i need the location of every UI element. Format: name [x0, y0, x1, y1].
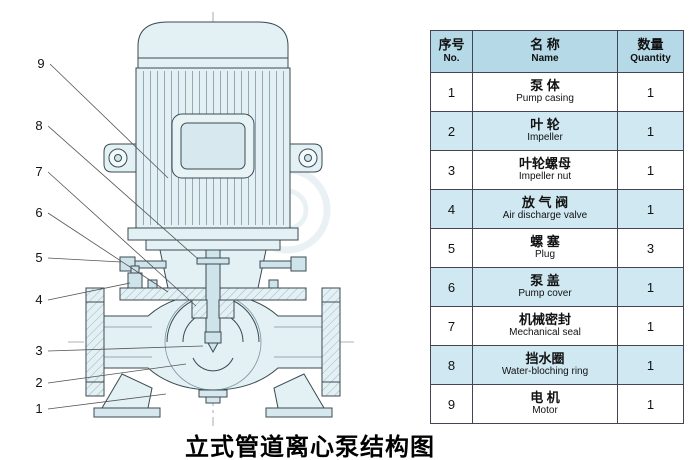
row-no: 6: [447, 279, 456, 295]
header-name-en: Name: [531, 52, 559, 64]
pump-feet: [93, 373, 333, 418]
part-name-cn: 叶 轮: [530, 116, 560, 132]
part-qty: 1: [646, 279, 655, 295]
motor: [103, 21, 323, 229]
callout-3: 3: [30, 343, 48, 358]
part-name-en: Air discharge valve: [502, 210, 588, 222]
header-qty-en: Quantity: [630, 52, 671, 64]
part-name-cn: 螺 塞: [530, 233, 560, 249]
part-name-cn: 挡水圈: [525, 350, 565, 366]
callout-8: 8: [30, 118, 48, 133]
part-name-en: Mechanical seal: [509, 327, 581, 339]
row-no: 4: [447, 201, 456, 217]
part-qty: 1: [646, 396, 655, 412]
impeller-nut: [204, 331, 222, 354]
parts-table: 序号 No. 名 称 Name 数量 Quantity 1 泵 体 Pump c…: [430, 30, 684, 424]
part-name-cn: 机械密封: [518, 311, 571, 327]
callout-1: 1: [30, 401, 48, 416]
pipe-flanges: [85, 287, 341, 397]
pump-drawing: [47, 12, 358, 426]
water-blocking-ring: [196, 257, 230, 265]
callout-9: 9: [32, 56, 50, 71]
part-name-en: Impeller nut: [518, 171, 572, 183]
table-row: 9 电 机 Motor 1: [431, 385, 684, 424]
table-row: 1 泵 体 Pump casing 1: [431, 73, 684, 112]
row-no: 3: [447, 162, 456, 178]
part-qty: 1: [646, 162, 655, 178]
header-qty-cn: 数量: [637, 37, 664, 53]
part-name-cn: 泵 体: [530, 77, 560, 93]
callout-4: 4: [30, 292, 48, 307]
part-name-en: Plug: [534, 249, 555, 261]
header-name-cn: 名 称: [530, 37, 560, 53]
table-row: 3 叶轮螺母 Impeller nut 1: [431, 151, 684, 190]
row-no: 1: [447, 84, 456, 100]
callout-6: 6: [30, 205, 48, 220]
table-row: 2 叶 轮 Impeller 1: [431, 112, 684, 151]
part-qty: 1: [646, 357, 655, 373]
part-qty: 3: [646, 240, 655, 256]
part-qty: 1: [646, 84, 655, 100]
part-qty: 1: [646, 201, 655, 217]
part-name-cn: 放 气 阀: [521, 194, 569, 210]
part-name-cn: 叶轮螺母: [518, 155, 571, 171]
motor-base: [127, 227, 299, 251]
mechanical-seal: [191, 299, 235, 319]
row-no: 7: [447, 318, 456, 334]
part-name-en: Water-bloching ring: [501, 366, 589, 378]
part-name-en: Pump casing: [516, 93, 574, 105]
row-no: 9: [447, 396, 456, 412]
callout-7: 7: [30, 164, 48, 179]
callout-5: 5: [30, 250, 48, 265]
part-qty: 1: [646, 318, 655, 334]
row-no: 8: [447, 357, 456, 373]
diagram-title: 立式管道离心泵结构图: [185, 434, 435, 460]
part-name-cn: 泵 盖: [530, 272, 560, 288]
header-no-cn: 序号: [438, 37, 465, 53]
header-no: 序号 No.: [431, 31, 473, 73]
part-qty: 1: [646, 123, 655, 139]
table-row: 4 放 气 阀 Air discharge valve 1: [431, 190, 684, 229]
part-name-cn: 电 机: [530, 389, 560, 405]
table-row: 5 螺 塞 Plug 3: [431, 229, 684, 268]
header-qty: 数量 Quantity: [618, 31, 684, 73]
part-name-en: Motor: [532, 405, 558, 417]
part-name-en: Pump cover: [518, 288, 572, 300]
part-name-en: Impeller: [527, 132, 563, 144]
table-row: 8 挡水圈 Water-bloching ring 1: [431, 346, 684, 385]
table-row: 7 机械密封 Mechanical seal 1: [431, 307, 684, 346]
header-name: 名 称 Name: [473, 31, 618, 73]
leader-lines: [47, 63, 204, 410]
table-header-row: 序号 No. 名 称 Name 数量 Quantity: [431, 31, 684, 73]
table-row: 6 泵 盖 Pump cover 1: [431, 268, 684, 307]
row-no: 5: [447, 240, 456, 256]
pump-cover: [119, 265, 307, 301]
callout-2: 2: [30, 375, 48, 390]
header-no-en: No.: [443, 52, 460, 64]
row-no: 2: [447, 123, 456, 139]
pump-diagram: 9 8 7 6 5 4 3 2 1: [30, 12, 358, 426]
